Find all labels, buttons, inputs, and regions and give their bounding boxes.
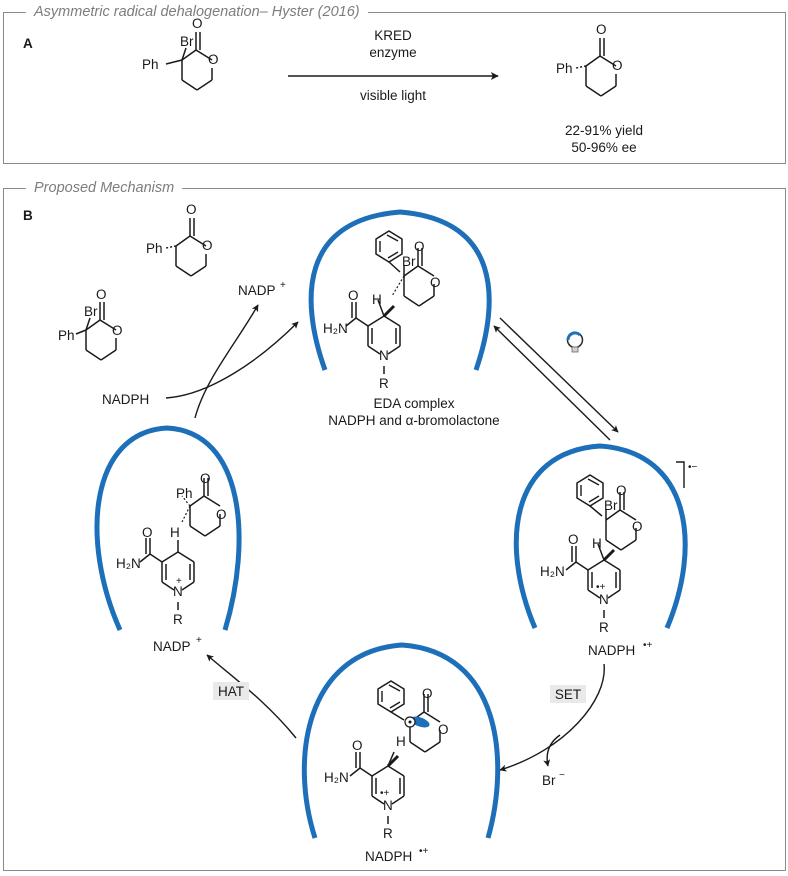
radical-anion-h: H bbox=[592, 536, 602, 551]
radical-n: N bbox=[383, 798, 393, 813]
left-ph-label: Ph bbox=[176, 486, 193, 501]
incoming-ring-o: O bbox=[112, 323, 123, 338]
eda-br: Br bbox=[402, 254, 416, 269]
eda-n: N bbox=[379, 348, 389, 363]
substrate-ph-label: Ph bbox=[142, 57, 159, 72]
reagent-kred: KRED bbox=[374, 28, 412, 43]
radical-h: H bbox=[396, 734, 406, 749]
radical-anion-br: Br bbox=[604, 498, 618, 513]
released-ring-o: O bbox=[202, 238, 213, 253]
enzyme-pocket-bottom bbox=[301, 642, 501, 839]
radical-anion-n: N bbox=[599, 592, 609, 607]
enzyme-pocket-right bbox=[513, 443, 688, 629]
left-ring-o: O bbox=[216, 507, 227, 522]
yield-text: 22-91% yield bbox=[565, 123, 643, 138]
reagent-enzyme: enzyme bbox=[369, 45, 416, 60]
reagent-visible-light: visible light bbox=[360, 88, 426, 103]
radical-anion-r: R bbox=[599, 620, 609, 635]
bromide-label: Br bbox=[542, 773, 556, 788]
product-ph-label: Ph bbox=[556, 61, 573, 76]
nadph-radical-right-sup: •+ bbox=[643, 640, 653, 651]
radical-anion-carbonyl-o: O bbox=[616, 483, 627, 498]
eda-h2n: H₂N bbox=[323, 321, 348, 336]
set-label: SET bbox=[555, 687, 581, 702]
set-arrow bbox=[499, 663, 605, 772]
substrate-carbonyl-o: O bbox=[192, 16, 203, 31]
equilibrium-forward-arrow bbox=[499, 317, 619, 433]
bromide-release-arrow bbox=[543, 734, 561, 767]
panel-a-label: A bbox=[23, 36, 33, 51]
eda-ring-o: O bbox=[430, 275, 441, 290]
substrate-entry-arrow bbox=[165, 321, 299, 399]
nadph-incoming-label: NADPH bbox=[102, 392, 149, 407]
enzyme-pocket-top bbox=[308, 209, 492, 371]
released-carbonyl-o: O bbox=[186, 202, 197, 217]
released-ph: Ph bbox=[146, 241, 163, 256]
left-n-charge: + bbox=[176, 576, 182, 587]
radical-anion-complex bbox=[565, 461, 685, 619]
product-ring-o: O bbox=[612, 58, 623, 73]
substrate-ring-o: O bbox=[208, 52, 219, 67]
left-h2n: H₂N bbox=[116, 556, 141, 571]
product-release-arrow bbox=[194, 304, 259, 419]
left-n: N bbox=[173, 584, 183, 599]
left-amide-o: O bbox=[142, 525, 153, 540]
ee-text: 50-96% ee bbox=[571, 140, 636, 155]
incoming-br: Br bbox=[84, 304, 98, 319]
radical-anion-h2n: H₂N bbox=[540, 564, 565, 579]
radical-intermediate-complex bbox=[349, 680, 441, 825]
radical-anion-ring-o: O bbox=[632, 519, 643, 534]
nadp-product-complex bbox=[139, 477, 221, 611]
equilibrium-reverse-arrow bbox=[493, 325, 611, 441]
nadp-left-sup: + bbox=[196, 635, 202, 646]
radical-anion-n-charge: •+ bbox=[596, 582, 606, 593]
enzyme-pocket-left bbox=[94, 425, 242, 632]
nadp-left-label: NADP bbox=[153, 639, 191, 654]
panel-b-frame: Proposed Mechanism bbox=[3, 179, 786, 871]
nadph-radical-bottom-sup: •+ bbox=[419, 846, 429, 857]
left-carbonyl-o: O bbox=[200, 471, 211, 486]
panel-a-substrate bbox=[165, 31, 213, 91]
nadph-radical-bottom-label: NADPH bbox=[365, 849, 412, 864]
hat-label-bg bbox=[213, 682, 249, 700]
panel-a-title: Asymmetric radical dehalogenation– Hyste… bbox=[26, 3, 368, 21]
radical-n-charge: •+ bbox=[380, 788, 390, 799]
radical-carbonyl-o: O bbox=[422, 686, 433, 701]
substrate-br-label: Br bbox=[180, 34, 194, 49]
product-carbonyl-o: O bbox=[596, 22, 607, 37]
radical-anion-charge: •− bbox=[688, 462, 698, 473]
eda-carbonyl-o: O bbox=[414, 239, 425, 254]
incoming-ph: Ph bbox=[58, 328, 75, 343]
panel-b-title: Proposed Mechanism bbox=[26, 179, 183, 197]
released-product bbox=[165, 217, 207, 277]
radical-ring-o: O bbox=[438, 722, 449, 737]
hat-label: HAT bbox=[218, 684, 244, 699]
left-r: R bbox=[173, 612, 183, 627]
radical-r: R bbox=[383, 826, 393, 841]
radical-amide-o: O bbox=[352, 738, 363, 753]
bromide-charge: − bbox=[559, 770, 565, 781]
eda-amide-o: O bbox=[348, 288, 359, 303]
panel-b-label: B bbox=[23, 208, 33, 223]
nadp-top-sup: + bbox=[280, 280, 286, 291]
eda-r: R bbox=[379, 376, 389, 391]
eda-h: H bbox=[372, 292, 382, 307]
nadp-top-label: NADP bbox=[238, 283, 276, 298]
radical-h2n: H₂N bbox=[324, 770, 349, 785]
radical-anion-amide-o: O bbox=[568, 532, 579, 547]
panel-a-product bbox=[575, 37, 617, 97]
incoming-substrate bbox=[75, 301, 117, 361]
eda-caption-1: EDA complex bbox=[373, 396, 454, 411]
left-h: H bbox=[170, 525, 180, 540]
panel-a-frame: Asymmetric radical dehalogenation– Hyste… bbox=[3, 3, 786, 164]
set-label-bg bbox=[550, 685, 586, 703]
eda-complex bbox=[345, 230, 435, 375]
nadph-radical-right-label: NADPH bbox=[588, 643, 635, 658]
light-bulb-icon bbox=[566, 331, 584, 353]
eda-caption-2: NADPH and α-bromolactone bbox=[328, 413, 499, 428]
incoming-carbonyl-o: O bbox=[96, 287, 107, 302]
